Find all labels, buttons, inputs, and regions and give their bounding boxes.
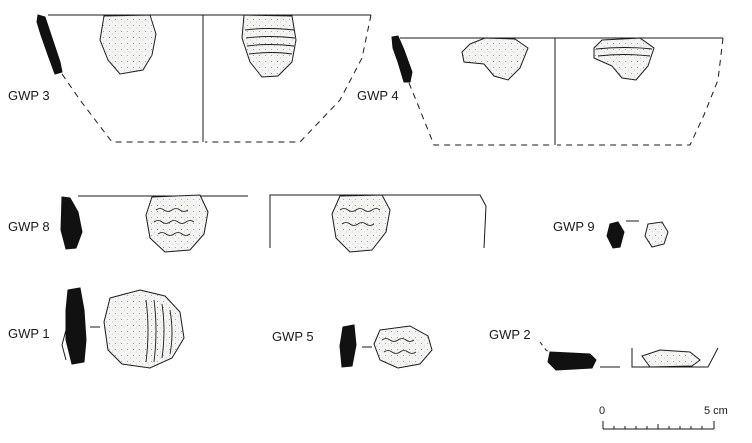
sherd-group-gwp8 [60,194,487,253]
gwp1-section-profile [65,287,87,365]
scale-start-label: 0 [599,405,606,417]
gwp1-ridges [145,299,173,363]
gwp8-decoration-marks [153,208,195,236]
sherd-group-gwp3 [36,14,372,143]
gwp4-profile-right-dashed [557,37,724,146]
label-gwp5: GWP 5 [272,329,314,344]
label-gwp3: GWP 3 [8,88,50,103]
gwp5-section-profile [339,324,357,368]
gwp5-decoration-marks [381,338,417,354]
scale-bar [602,421,715,430]
sherd-group-gwp5 [339,324,433,369]
label-gwp4: GWP 4 [357,88,399,103]
sherd-group-gwp1 [61,287,185,369]
gwp1-section-edge-line [61,329,67,361]
gwp3-interior-grooves [244,28,296,55]
gwp3-profile-dashed-outline [61,73,200,143]
gwp2-profile-dashed [539,341,553,355]
gwp3-section-profile [36,14,63,75]
gwp4-section-profile [391,35,413,83]
gwp3-profile-right-dashed [205,14,372,143]
gwp4-profile-dashed-outline [408,82,553,146]
gwp9-section-profile [606,221,625,249]
gwp8-interior-marks [339,208,381,226]
gwp2-section-profile [547,351,597,371]
sherd-group-gwp9 [606,220,669,249]
label-gwp2: GWP 2 [489,327,531,342]
gwp4-interior-grooves [595,47,653,57]
sherd-group-gwp2 [539,341,719,371]
scale-end-label: 5 cm [704,405,728,417]
label-gwp1: GWP 1 [8,326,50,341]
sherd-group-gwp4 [391,35,724,146]
gwp8-section-profile [60,196,83,250]
label-gwp8: GWP 8 [8,219,50,234]
gwp8-vessel-frame [269,194,487,249]
label-gwp9: GWP 9 [553,219,595,234]
